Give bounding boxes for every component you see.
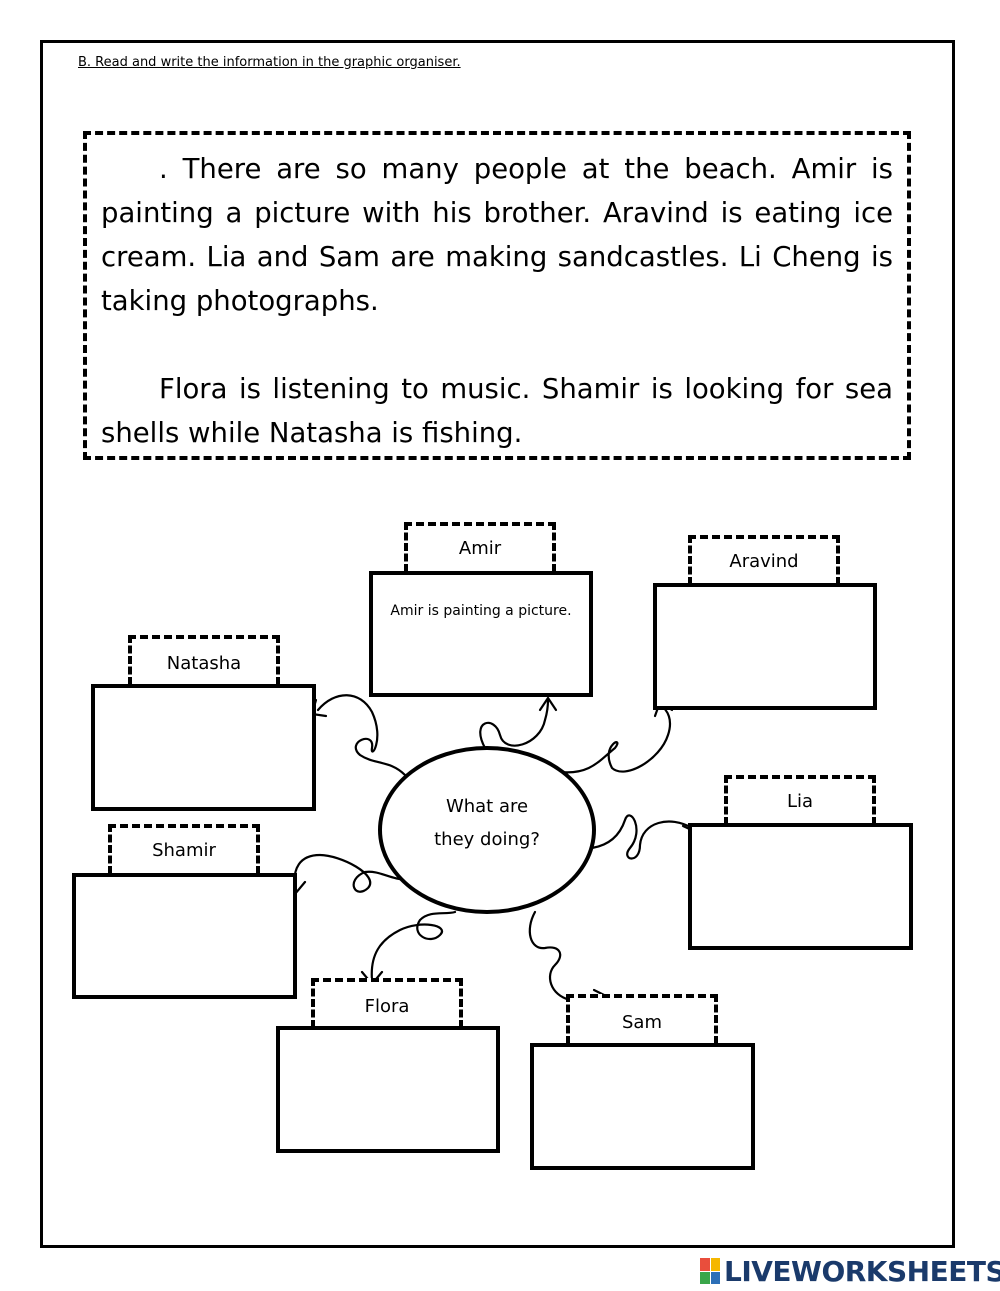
passage-paragraph-2: Flora is listening to music. Shamir is l…: [101, 373, 893, 449]
name-tab-sam: Sam: [566, 994, 718, 1044]
liveworksheets-brand: LIVEWORKSHEETS: [700, 1254, 1000, 1288]
name-label-lia: Lia: [786, 791, 814, 812]
name-tab-flora: Flora: [311, 978, 463, 1028]
name-tab-aravind: Aravind: [688, 535, 840, 585]
answer-box-shamir[interactable]: [72, 873, 297, 999]
answer-box-amir[interactable]: Amir is painting a picture.: [369, 571, 593, 697]
name-tab-natasha: Natasha: [128, 635, 280, 685]
answer-text-natasha: [95, 688, 312, 716]
answer-box-lia[interactable]: [688, 823, 913, 950]
name-label-sam: Sam: [622, 1012, 662, 1033]
liveworksheets-wordmark: LIVEWORKSHEETS: [724, 1254, 1000, 1288]
reading-passage: . There are so many people at the beach.…: [83, 131, 911, 460]
passage-paragraph-1: . There are so many people at the beach.…: [101, 153, 893, 317]
name-tab-shamir: Shamir: [108, 824, 260, 874]
logo-block-yellow: [710, 1258, 720, 1271]
name-tab-lia: Lia: [724, 775, 876, 825]
answer-text-flora: [280, 1030, 496, 1058]
answer-text-aravind: [657, 587, 873, 615]
center-question-line-1: What are: [445, 796, 529, 817]
center-question-oval: What are they doing?: [378, 746, 596, 914]
answer-box-sam[interactable]: [530, 1043, 755, 1170]
logo-block-red: [700, 1258, 710, 1271]
logo-block-green: [700, 1271, 710, 1284]
name-tab-amir: Amir: [404, 522, 556, 572]
name-label-natasha: Natasha: [166, 653, 242, 674]
center-question-line-2: they doing?: [434, 829, 540, 850]
name-label-shamir: Shamir: [152, 840, 216, 861]
answer-box-aravind[interactable]: [653, 583, 877, 710]
name-label-aravind: Aravind: [729, 551, 799, 572]
answer-text-shamir: [76, 877, 293, 905]
answer-text-amir: Amir is painting a picture.: [390, 603, 572, 619]
name-label-flora: Flora: [364, 996, 410, 1017]
logo-block-blue: [710, 1271, 720, 1284]
liveworksheets-logo-icon: [700, 1258, 720, 1284]
worksheet-border: [40, 40, 955, 1248]
answer-box-natasha[interactable]: [91, 684, 316, 811]
answer-text-sam: [534, 1047, 751, 1075]
answer-text-lia: [692, 827, 909, 855]
answer-box-flora[interactable]: [276, 1026, 500, 1153]
instruction-text: B. Read and write the information in the…: [78, 55, 461, 70]
name-label-amir: Amir: [458, 538, 502, 559]
